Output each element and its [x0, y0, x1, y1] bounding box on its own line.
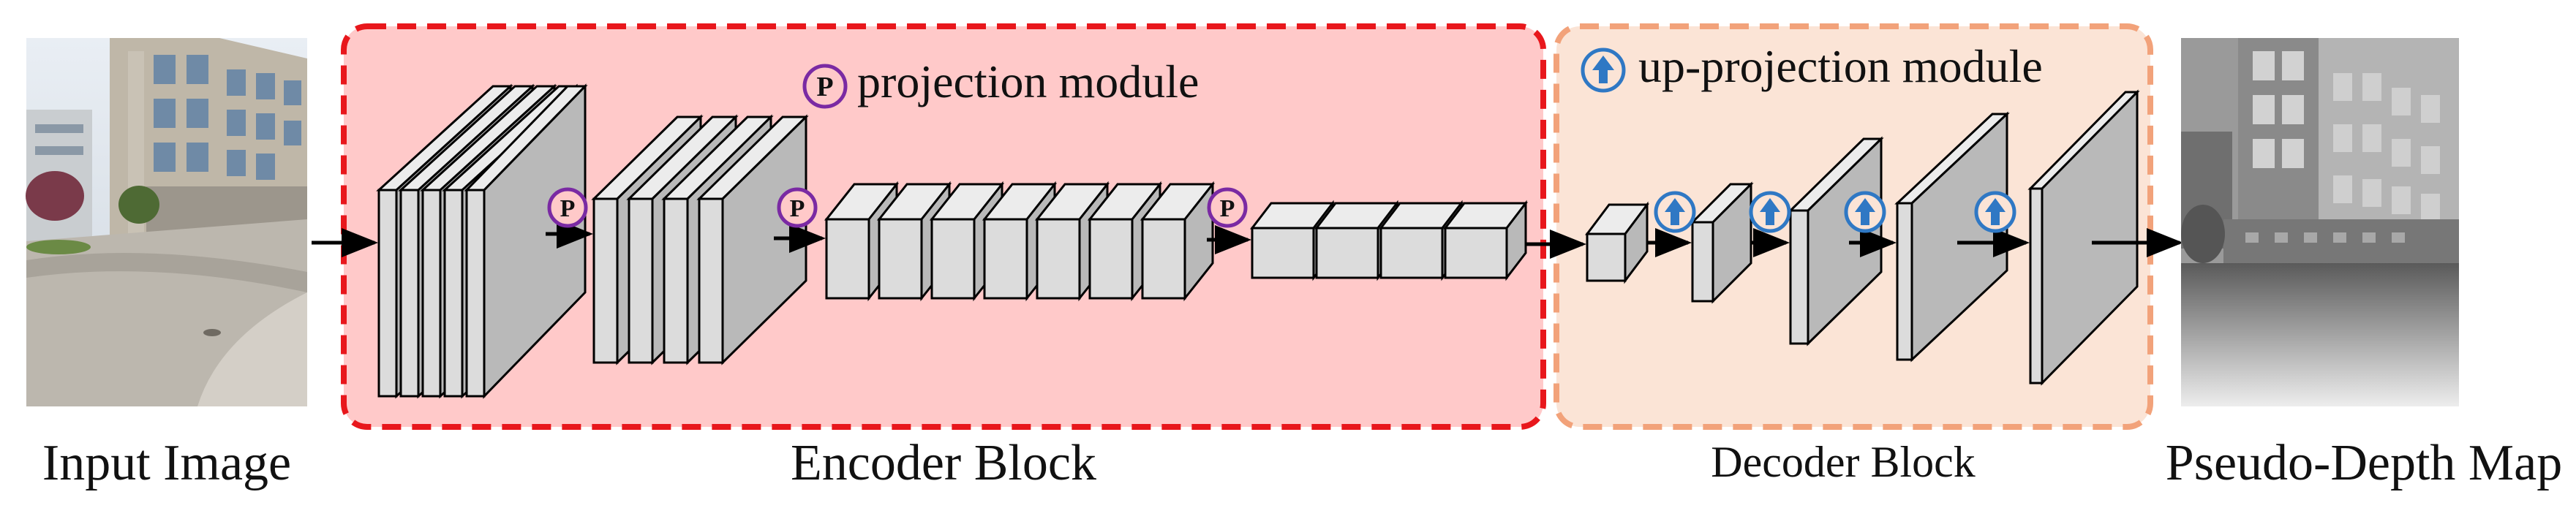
- flow-arrows: [312, 219, 2183, 259]
- encoder-stack-1: [376, 83, 588, 399]
- upprojection-markers: [1654, 191, 2016, 233]
- projection-legend: P projection module: [802, 56, 1199, 109]
- pseudo-depth-map-image: [2181, 38, 2459, 406]
- feature-map-block: [1140, 181, 1216, 302]
- decoder-block-caption: Decoder Block: [1711, 438, 1976, 486]
- encoder-stack-2: [591, 114, 809, 365]
- circled-up-arrow-icon: [1581, 48, 1626, 93]
- decoder-stack: [1585, 89, 2140, 386]
- projection-markers: P P P: [547, 187, 1248, 228]
- circled-p-icon: P: [802, 64, 848, 109]
- upprojection-legend: up-projection module: [1581, 40, 2043, 93]
- feature-map-block: [1585, 201, 1649, 284]
- feature-map-block: [464, 83, 588, 399]
- encoder-stack-4: [1249, 200, 1529, 281]
- svg-text:P: P: [816, 72, 833, 102]
- input-image-caption: Input Image: [42, 435, 291, 491]
- encoder-stack-3: [824, 181, 1216, 302]
- circled-up-arrow-icon: [1974, 191, 2016, 233]
- circled-up-arrow-icon: [1844, 191, 1886, 233]
- svg-text:P: P: [1220, 195, 1235, 222]
- feature-map-block: [1788, 136, 1884, 346]
- feature-map-block: [1442, 200, 1529, 281]
- svg-text:P: P: [790, 195, 805, 222]
- circled-p-icon: P: [777, 187, 818, 228]
- feature-map-block: [696, 114, 809, 365]
- feature-map-block: [1690, 181, 1754, 304]
- upprojection-legend-label: up-projection module: [1638, 40, 2043, 92]
- circled-p-icon: P: [1207, 187, 1248, 228]
- feature-map-block: [1894, 111, 2010, 363]
- projection-legend-label: projection module: [857, 56, 1199, 107]
- input-image: [26, 38, 307, 406]
- circled-p-icon: P: [547, 187, 588, 228]
- circled-up-arrow-icon: [1654, 191, 1696, 233]
- pseudo-depth-map-caption: Pseudo-Depth Map: [2166, 435, 2562, 491]
- circled-up-arrow-icon: [1749, 191, 1791, 233]
- encoder-block-caption: Encoder Block: [791, 435, 1096, 491]
- feature-map-block: [2027, 89, 2140, 386]
- svg-text:P: P: [560, 195, 576, 222]
